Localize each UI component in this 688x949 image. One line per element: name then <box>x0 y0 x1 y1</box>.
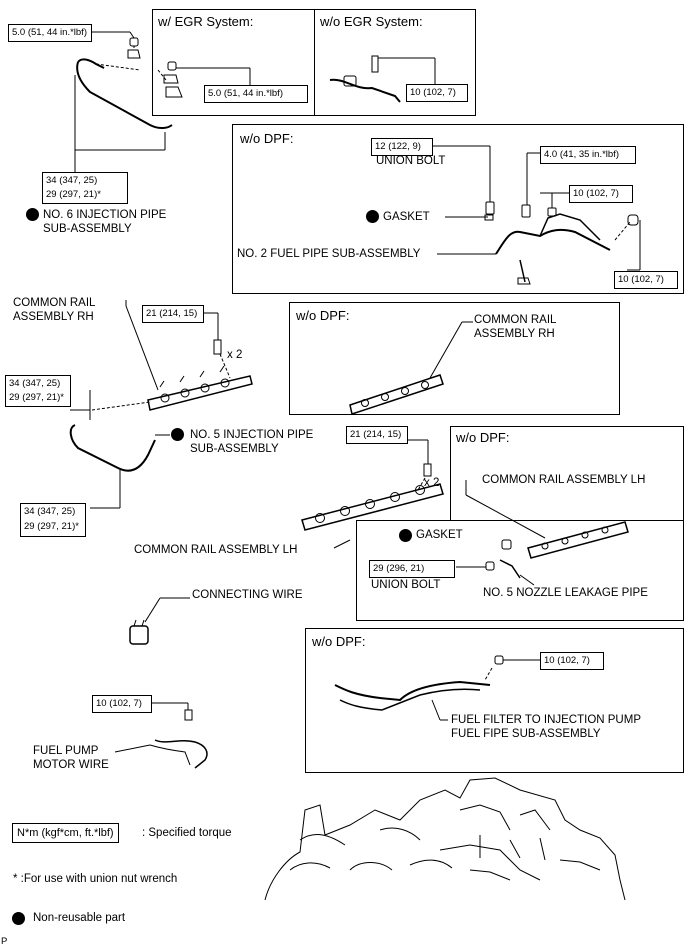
frame-egr-without <box>314 9 476 116</box>
non-reusable-dot <box>26 208 39 221</box>
part-label-union-bolt: UNION BOLT <box>371 579 441 591</box>
part-label-connecting-wire: CONNECTING WIRE <box>192 589 303 601</box>
legend-nut-note: * :For use with union nut wrench <box>13 873 178 885</box>
torque-label: 21 (214, 15) <box>142 305 204 323</box>
torque-label: 21 (214, 15) <box>346 426 408 444</box>
section-wo-dpf-1-label: w/o DPF: <box>240 131 294 146</box>
part-label-gasket: GASKET <box>383 211 430 223</box>
torque-label: 10 (102, 7) <box>569 185 633 203</box>
section-egr-without-label: w/o EGR System: <box>320 14 423 29</box>
frame-wo-dpf-3-lower <box>356 520 684 621</box>
torque-label: 10 (102, 7) <box>406 84 468 102</box>
part-label-union-bolt: UNION BOLT <box>376 155 446 167</box>
torque-value-nut-wrench: 29 (297, 21)* <box>24 521 79 532</box>
quantity-label: x 2 <box>424 477 440 489</box>
part-label-filter-pipe-line1: FUEL FILTER TO INJECTION PUMP <box>451 714 641 726</box>
section-wo-dpf-2-label: w/o DPF: <box>296 308 350 323</box>
torque-label: 4.0 (41, 35 in.*lbf) <box>540 146 636 164</box>
torque-label: 5.0 (51, 44 in.*lbf) <box>204 85 308 103</box>
torque-label: 10 (102, 7) <box>92 695 152 713</box>
section-egr-with-label: w/ EGR System: <box>158 14 254 29</box>
quantity-label: x 2 <box>227 349 243 361</box>
frame-wo-dpf-4 <box>305 628 684 773</box>
torque-value-nut-wrench: 29 (297, 21)* <box>46 189 101 200</box>
torque-label-double: 34 (347, 25) 29 (297, 21)* <box>5 375 71 407</box>
part-label-no5-pipe-line1: NO. 5 INJECTION PIPE <box>190 429 314 441</box>
torque-label: 12 (122, 9) <box>371 138 433 156</box>
torque-label: 5.0 (51, 44 in.*lbf) <box>8 24 92 42</box>
part-label-no5-leak-pipe: NO. 5 NOZZLE LEAKAGE PIPE <box>483 587 648 599</box>
part-label-no5-pipe-line2: SUB-ASSEMBLY <box>190 443 279 455</box>
part-label-rail-rh-line1: COMMON RAIL <box>13 297 96 309</box>
part-label-no6-pipe-line1: NO. 6 INJECTION PIPE <box>43 209 167 221</box>
part-label-filter-pipe-line2: FUEL FIPE SUB-ASSEMBLY <box>451 728 601 740</box>
legend-nonreusable-text: Non-reusable part <box>33 912 126 924</box>
part-label-pump-wire-line1: FUEL PUMP <box>33 745 99 757</box>
legend-torque-desc: : Specified torque <box>142 827 232 839</box>
torque-value: 34 (347, 25) <box>9 378 61 389</box>
frame-wo-dpf-2 <box>289 302 620 415</box>
torque-label-double: 34 (347, 25) 29 (297, 21)* <box>42 172 128 204</box>
corner-mark: P <box>1 936 8 947</box>
legend-torque-box: N*m (kgf*cm, ft.*lbf) <box>12 823 119 843</box>
part-label-rail-lh-wo-dpf: COMMON RAIL ASSEMBLY LH <box>482 474 646 486</box>
torque-label-double: 34 (347, 25) 29 (297, 21)* <box>20 503 86 537</box>
non-reusable-dot <box>366 210 379 223</box>
section-wo-dpf-4-label: w/o DPF: <box>312 634 366 649</box>
part-label-rail-rh-line2: ASSEMBLY RH <box>13 311 94 323</box>
torque-value: 34 (347, 25) <box>46 175 98 186</box>
torque-label: 10 (102, 7) <box>540 652 604 670</box>
torque-value-nut-wrench: 29 (297, 21)* <box>9 392 64 403</box>
part-label-rail-rh-wo-dpf-line1: COMMON RAIL <box>474 314 557 326</box>
part-label-no2-fuel-pipe: NO. 2 FUEL PIPE SUB-ASSEMBLY <box>237 248 421 260</box>
non-reusable-dot <box>399 529 412 542</box>
torque-value: 34 (347, 25) <box>24 506 76 517</box>
part-label-rail-lh: COMMON RAIL ASSEMBLY LH <box>134 544 298 556</box>
section-wo-dpf-3-label: w/o DPF: <box>456 430 510 445</box>
part-label-no6-pipe-line2: SUB-ASSEMBLY <box>43 223 132 235</box>
torque-label: 29 (296, 21) <box>369 560 455 578</box>
part-label-rail-rh-wo-dpf-line2: ASSEMBLY RH <box>474 328 555 340</box>
non-reusable-dot <box>171 428 184 441</box>
part-label-gasket: GASKET <box>416 529 463 541</box>
part-label-pump-wire-line2: MOTOR WIRE <box>33 759 109 771</box>
frame-wo-dpf-1 <box>232 124 684 294</box>
torque-label: 10 (102, 7) <box>614 271 678 289</box>
frame-wo-dpf-3 <box>450 426 684 521</box>
legend-non-reusable-dot <box>12 912 25 925</box>
